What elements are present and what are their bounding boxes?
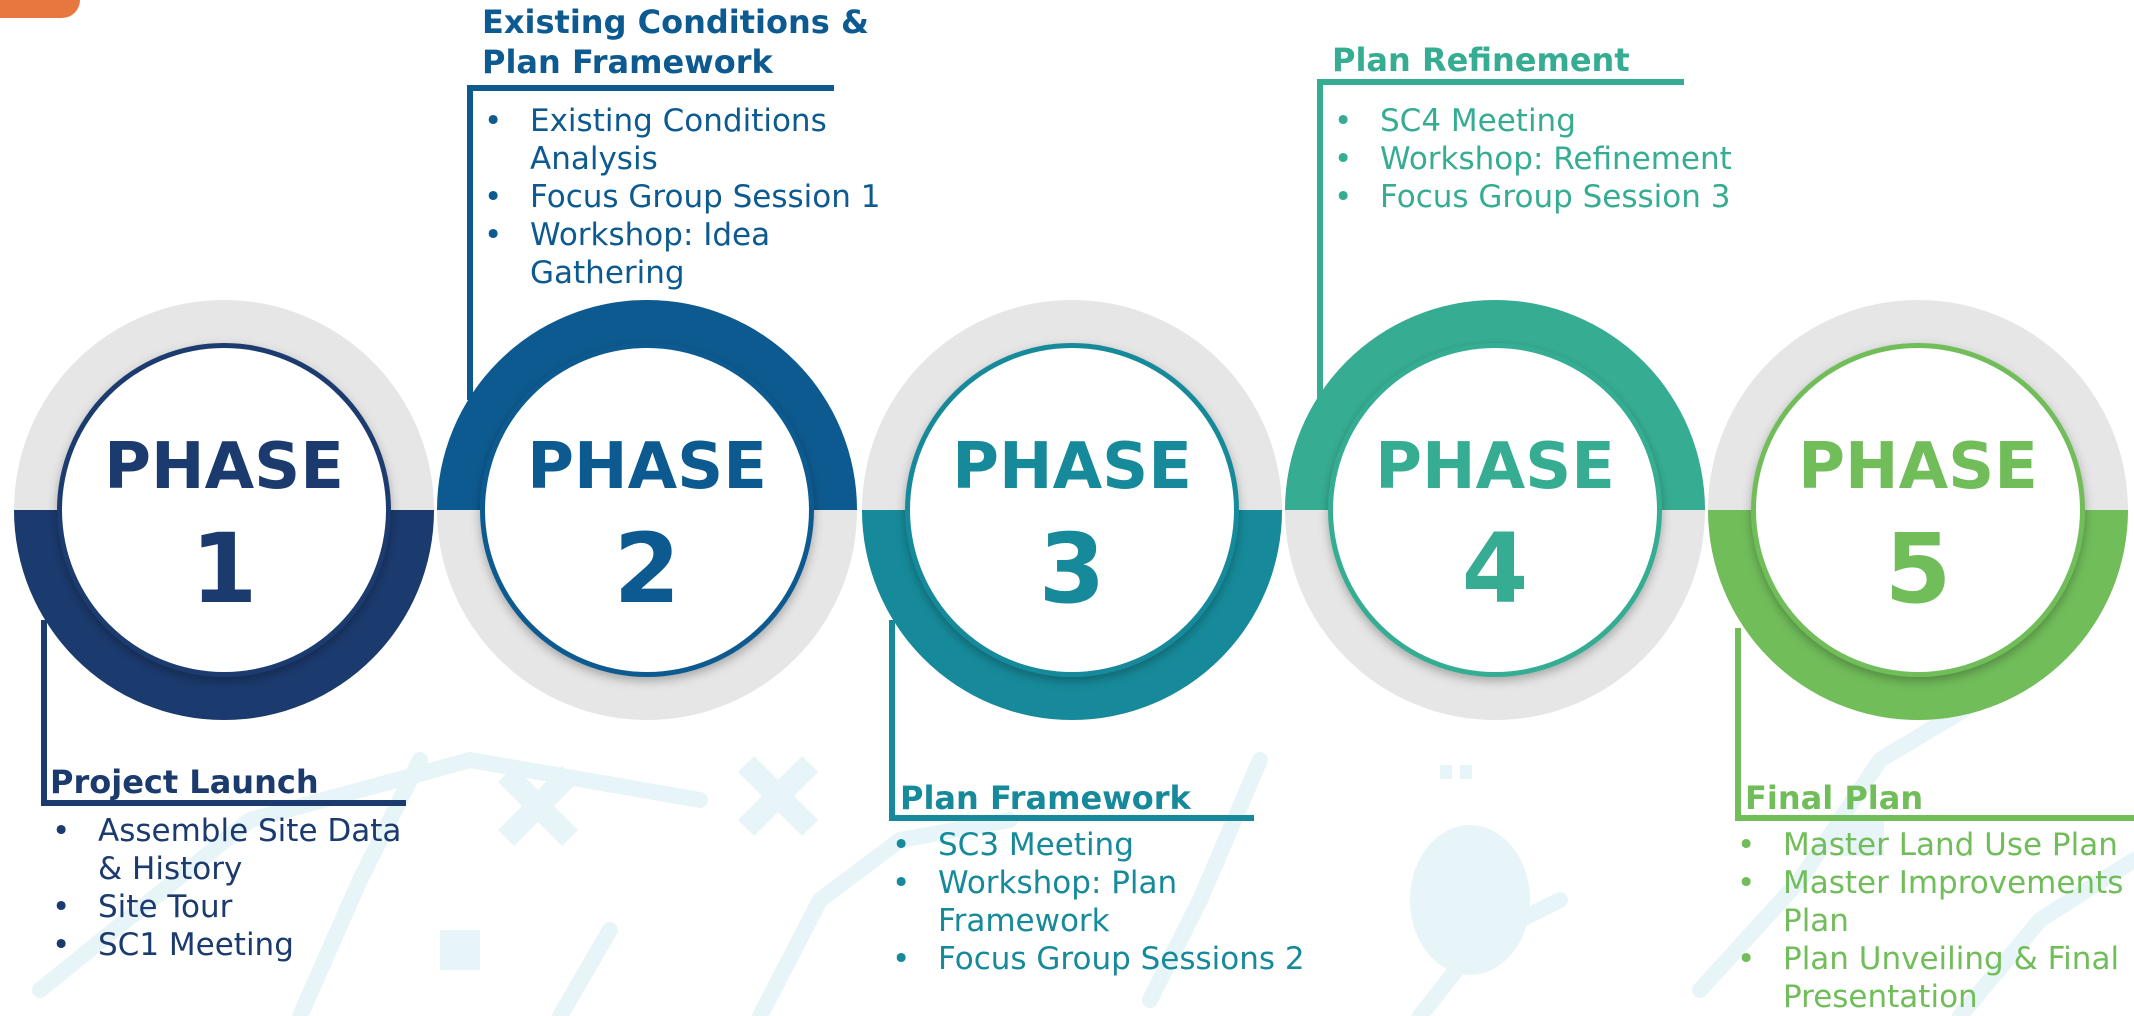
phase-label: PHASE	[527, 430, 767, 504]
phase-1-circle: PHASE 1	[14, 300, 434, 720]
phase-5-list: Master Land Use Plan Master Improvements…	[1735, 826, 2130, 1016]
phase-1-block: Project Launch Assemble Site Data & Hist…	[50, 762, 430, 964]
phase-4-circle: PHASE 4	[1285, 300, 1705, 720]
list-item: Workshop: Refinement	[1332, 140, 1772, 178]
phase-label: PHASE	[1375, 430, 1615, 504]
inner-disc	[1756, 348, 2080, 672]
list-item: SC3 Meeting	[890, 826, 1320, 864]
inner-disc	[1333, 348, 1657, 672]
phase-1-connector	[41, 620, 406, 806]
list-item: Master Improvements Plan	[1735, 864, 2130, 940]
phase-number: 3	[1039, 513, 1106, 625]
phase-2-block: Existing Conditions & Plan Framework Exi…	[482, 2, 882, 292]
phase-4-block: Plan Refinement SC4 Meeting Workshop: Re…	[1332, 40, 1772, 216]
phase-2-connector	[467, 85, 834, 400]
phase-number: 4	[1462, 513, 1529, 625]
phase-number: 5	[1885, 513, 1952, 625]
phase-number: 2	[614, 513, 681, 625]
phase-2-list: Existing Conditions Analysis Focus Group…	[482, 102, 882, 292]
list-item: Workshop: Idea Gathering	[482, 216, 882, 292]
phase-4-list: SC4 Meeting Workshop: Refinement Focus G…	[1332, 102, 1772, 216]
phase-5-block: Final Plan Master Land Use Plan Master I…	[1737, 778, 2130, 1016]
list-item: Focus Group Session 1	[482, 178, 882, 216]
list-item: Plan Unveiling & Final Presentation	[1735, 940, 2130, 1016]
phase-2-circle: PHASE 2	[437, 300, 857, 720]
phase-label: PHASE	[104, 430, 344, 504]
phase-label: PHASE	[952, 430, 1192, 504]
list-item: Focus Group Sessions 2	[890, 940, 1320, 978]
list-item: Existing Conditions Analysis	[482, 102, 882, 178]
phase-5-title: Final Plan	[1745, 779, 1924, 817]
list-item: SC4 Meeting	[1332, 102, 1772, 140]
corner-tab-decoration	[0, 0, 80, 18]
phase-5-connector	[1735, 628, 2134, 821]
inner-disc	[485, 348, 809, 672]
list-item: Workshop: Plan Framework	[890, 864, 1320, 940]
phase-4-title: Plan Refinement	[1332, 41, 1630, 79]
list-item: Master Land Use Plan	[1735, 826, 2130, 864]
list-item: Site Tour	[50, 888, 430, 926]
list-item: SC1 Meeting	[50, 926, 430, 964]
phase-3-connector	[889, 620, 1254, 821]
list-item: Assemble Site Data & History	[50, 812, 430, 888]
phase-5-circle: PHASE 5	[1708, 300, 2128, 720]
phase-3-block: Plan Framework SC3 Meeting Workshop: Pla…	[892, 778, 1320, 978]
phase-label: PHASE	[1798, 430, 2038, 504]
phase-1-title: Project Launch	[50, 763, 319, 801]
phase-3-list: SC3 Meeting Workshop: Plan Framework Foc…	[890, 826, 1320, 978]
inner-disc	[910, 348, 1234, 672]
inner-disc	[62, 348, 386, 672]
phase-2-title: Existing Conditions & Plan Framework	[482, 3, 869, 81]
phase-3-circle: PHASE 3	[862, 300, 1282, 720]
phase-4-connector	[1317, 79, 1684, 400]
phase-1-list: Assemble Site Data & History Site Tour S…	[50, 812, 430, 964]
phase-3-title: Plan Framework	[900, 779, 1191, 817]
list-item: Focus Group Session 3	[1332, 178, 1772, 216]
phase-number: 1	[191, 513, 258, 625]
